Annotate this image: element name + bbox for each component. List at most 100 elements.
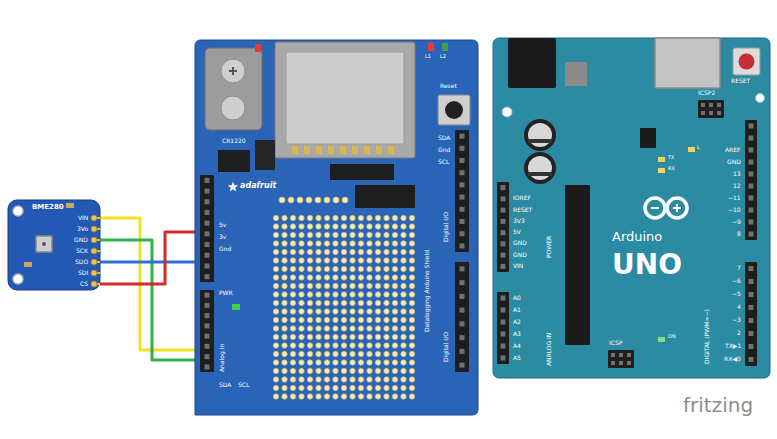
part-circle (384, 266, 389, 271)
part-shape (565, 185, 590, 345)
part-circle (273, 249, 278, 254)
part-circle (409, 394, 414, 399)
part-shape (717, 103, 721, 107)
part-circle (367, 360, 372, 365)
board-drawing (195, 40, 478, 415)
part-circle (316, 283, 321, 288)
part-circle (273, 292, 278, 297)
part-shape (501, 264, 506, 269)
part-shape (205, 253, 210, 258)
part-circle (324, 232, 329, 237)
part-circle (307, 309, 312, 314)
part-circle (290, 377, 295, 382)
part-circle (341, 266, 346, 271)
part-circle (375, 343, 380, 348)
part-circle (307, 334, 312, 339)
part-circle (367, 343, 372, 348)
part-circle (307, 360, 312, 365)
shield-outline (195, 40, 478, 415)
part-circle (316, 309, 321, 314)
part-circle (342, 197, 348, 203)
part-circle (299, 232, 304, 237)
part-circle (290, 351, 295, 356)
part-circle (282, 351, 287, 356)
part-circle (290, 394, 295, 399)
part-circle (350, 334, 355, 339)
part-shape (205, 334, 210, 339)
part-circle (282, 343, 287, 348)
part-circle (667, 198, 687, 218)
part-circle (367, 292, 372, 297)
part-circle (341, 385, 346, 390)
part-circle (367, 249, 372, 254)
part-circle (358, 377, 363, 382)
part-shape (749, 124, 754, 129)
part-shape (205, 364, 210, 369)
part-circle (333, 317, 338, 322)
part-shape (688, 147, 695, 152)
part-circle (384, 377, 389, 382)
part-circle (384, 241, 389, 246)
part-circle (350, 317, 355, 322)
part-circle (341, 309, 346, 314)
part-circle (316, 368, 321, 373)
part-circle (333, 197, 339, 203)
part-shape (455, 130, 469, 252)
part-circle (375, 300, 380, 305)
red-wire (100, 232, 195, 284)
part-circle (367, 309, 372, 314)
part-shape (460, 335, 465, 340)
part-circle (358, 368, 363, 373)
part-circle (401, 385, 406, 390)
part-shape (340, 146, 346, 154)
part-circle (384, 249, 389, 254)
part-circle (367, 275, 372, 280)
part-circle (333, 343, 338, 348)
part-shape (497, 292, 509, 364)
part-circle (375, 368, 380, 373)
part-circle (375, 224, 380, 229)
part-shape (501, 308, 506, 313)
part-circle (324, 385, 329, 390)
part-circle (350, 377, 355, 382)
part-circle (273, 351, 278, 356)
part-circle (324, 266, 329, 271)
part-circle (324, 215, 329, 220)
board-drawing (493, 38, 770, 378)
board-art (195, 40, 478, 415)
part-circle (333, 326, 338, 331)
part-circle (739, 54, 755, 70)
part-circle (409, 317, 414, 322)
part-shape (460, 219, 465, 224)
part-circle (392, 309, 397, 314)
part-shape (611, 361, 615, 365)
part-shape (205, 313, 210, 318)
part-shape (640, 128, 656, 148)
part-circle (401, 283, 406, 288)
part-circle (91, 248, 97, 254)
part-circle (282, 266, 287, 271)
part-shape (701, 103, 705, 107)
logo-star (228, 182, 238, 192)
board-name: adafruit (240, 182, 276, 191)
part-circle (307, 215, 312, 220)
part-circle (384, 292, 389, 297)
part-shape (497, 182, 509, 272)
part-shape (749, 318, 754, 323)
part-circle (307, 232, 312, 237)
part-shape (501, 196, 506, 201)
part-circle (333, 351, 338, 356)
part-circle (299, 224, 304, 229)
part-circle (316, 334, 321, 339)
part-circle (273, 334, 278, 339)
part-circle (324, 241, 329, 246)
part-shape (460, 308, 465, 313)
part-circle (324, 300, 329, 305)
part-circle (290, 224, 295, 229)
part-circle (299, 283, 304, 288)
part-circle (401, 258, 406, 263)
part-circle (401, 241, 406, 246)
part-circle (401, 224, 406, 229)
shield-board: adafruit (195, 40, 478, 415)
part-circle (299, 292, 304, 297)
